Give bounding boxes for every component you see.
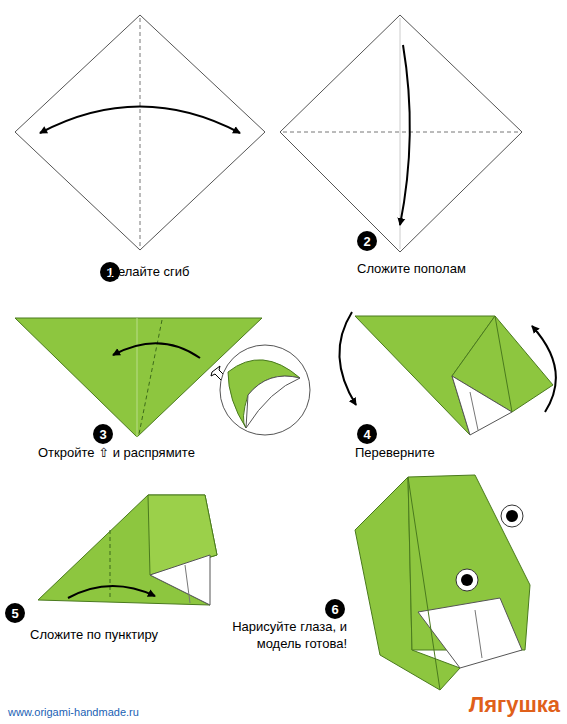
- step-caption: Нарисуйте глаза, и модель готова!: [222, 618, 347, 652]
- step-caption: Откройте ⇧ и распрямите: [38, 444, 195, 461]
- step-number-text: 3: [99, 428, 106, 441]
- website-url: www.origami-handmade.ru: [8, 704, 139, 721]
- step-caption: Сложите пополам: [357, 260, 466, 277]
- step-number: 4: [357, 424, 377, 444]
- step-number-text: 5: [11, 607, 18, 620]
- title: Лягушка: [469, 692, 560, 718]
- step-number-text: 2: [363, 235, 370, 248]
- step-caption: Переверните: [355, 444, 435, 461]
- step-number: 3: [93, 424, 113, 444]
- step-number: 6: [325, 599, 345, 619]
- step-caption: Сложите по пунктиру: [30, 626, 158, 643]
- step-number: 2: [357, 231, 377, 251]
- step-number: 5: [5, 603, 25, 623]
- step-caption: Сделайте сгиб: [101, 263, 189, 280]
- step-number-text: 6: [331, 603, 338, 616]
- step-number-text: 4: [363, 428, 370, 441]
